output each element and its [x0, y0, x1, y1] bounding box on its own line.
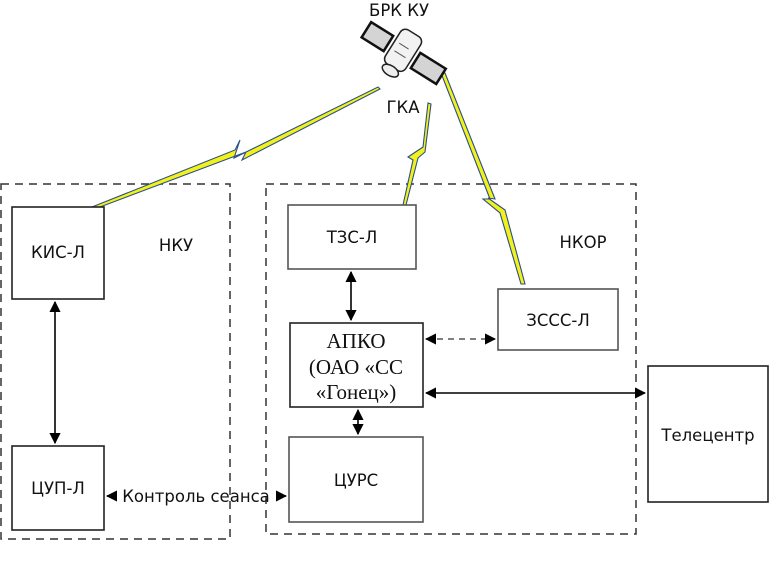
group-nkor-label: НКОР: [559, 233, 606, 252]
group-nku-label: НКУ: [159, 236, 193, 255]
group-nkor-frame: [265, 183, 637, 535]
node-zsss[interactable]: ЗССС-Л: [497, 288, 619, 351]
node-tsup-label: ЦУП-Л: [31, 479, 85, 498]
group-nku-frame: [0, 183, 231, 540]
node-apko[interactable]: АПКО (ОАО «СС «Гонец»): [289, 322, 424, 408]
node-tzs-label: ТЗС-Л: [326, 228, 378, 247]
node-telecenter-label: Телецентр: [660, 426, 754, 445]
edge-session-control-label: Контроль сеанса: [122, 487, 270, 506]
satellite-icon: [359, 20, 448, 86]
node-apko-label-line2: (ОАО «СС: [309, 355, 403, 379]
radio-link-kis: [91, 86, 381, 208]
radio-link-zsss: [440, 72, 526, 285]
node-kis[interactable]: КИС-Л: [11, 206, 105, 300]
satellite-bottom-label: ГКА: [386, 98, 420, 117]
node-telecenter[interactable]: Телецентр: [647, 365, 769, 503]
node-tzs[interactable]: ТЗС-Л: [287, 204, 417, 270]
node-tsurs[interactable]: ЦУРС: [288, 436, 424, 523]
node-zsss-label: ЗССС-Л: [526, 311, 590, 330]
node-tsurs-label: ЦУРС: [334, 471, 378, 490]
node-apko-label-line1: АПКО: [327, 329, 386, 353]
radio-link-tzs: [402, 102, 432, 206]
node-tsup[interactable]: ЦУП-Л: [11, 445, 105, 531]
node-kis-label: КИС-Л: [31, 243, 85, 262]
node-apko-label-line3: «Гонец»): [316, 380, 397, 404]
satellite-top-label: БРК КУ: [369, 1, 429, 20]
